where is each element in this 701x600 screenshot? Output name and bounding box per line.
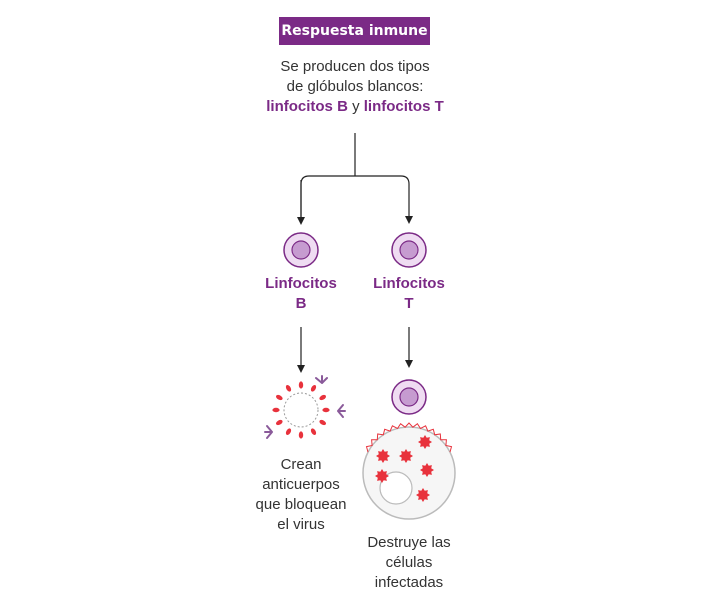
b-label-line-1: Linfocitos [265, 275, 337, 292]
intro-line-3: linfocitos B y linfocitos T [220, 97, 490, 117]
virus-particle-icon [376, 449, 390, 463]
virus-spike [285, 384, 292, 392]
virus-particle-icon [420, 463, 434, 477]
t-caption-line: células [385, 554, 433, 571]
intro-text: Se producen dos tipos de glóbulos blanco… [220, 57, 490, 117]
virus-spike [298, 431, 304, 439]
intro-line-1: Se producen dos tipos [280, 58, 430, 75]
branch-connector [297, 133, 413, 225]
virus-spike [285, 428, 292, 436]
virus-particle-icon [418, 435, 432, 449]
virus-particle-icon [399, 449, 413, 463]
b-caption-line: que bloquean [255, 496, 347, 513]
diagram-title: Respuesta inmune [281, 23, 428, 39]
virus-spike [275, 419, 283, 426]
b-caption-line: anticuerpos [262, 476, 340, 493]
t-cell-small-icon [391, 379, 427, 415]
b-caption: Crean anticuerpos que bloquean el virus [236, 455, 366, 535]
b-lymphocyte-cell-icon [283, 232, 319, 268]
virus-spike [298, 381, 304, 389]
virus-spike [272, 407, 280, 413]
t-label-line-1: Linfocitos [373, 275, 445, 292]
intro-line-2: de glóbulos blancos: [286, 78, 424, 95]
virus-spike [310, 384, 317, 392]
title-badge: Respuesta inmune [279, 17, 430, 45]
virus-spike [319, 419, 327, 426]
b-label: Linfocitos B [246, 274, 356, 314]
b-label-line-2: B [295, 295, 307, 312]
t-caption-line: infectadas [374, 574, 444, 591]
t-caption-line: Destruye las [367, 534, 451, 551]
virus-particle-icon [375, 469, 389, 483]
virus-spike [275, 394, 283, 401]
intro-b-label: linfocitos B [266, 98, 348, 115]
b-caption-line: el virus [277, 516, 325, 533]
virus-particle-icon [416, 488, 430, 502]
virus-spike [310, 428, 317, 436]
virus-spike [319, 394, 327, 401]
t-label-line-2: T [404, 295, 414, 312]
t-caption: Destruye las células infectadas [344, 533, 474, 593]
t-label: Linfocitos T [354, 274, 464, 314]
t-lymphocyte-cell-icon [391, 232, 427, 268]
b-caption-line: Crean [280, 456, 322, 473]
intro-connector: y [352, 98, 360, 115]
infected-cell-icon [362, 422, 456, 520]
virus-with-antibodies-icon [264, 375, 346, 439]
virus-spike [322, 407, 330, 413]
intro-t-label: linfocitos T [363, 98, 444, 115]
